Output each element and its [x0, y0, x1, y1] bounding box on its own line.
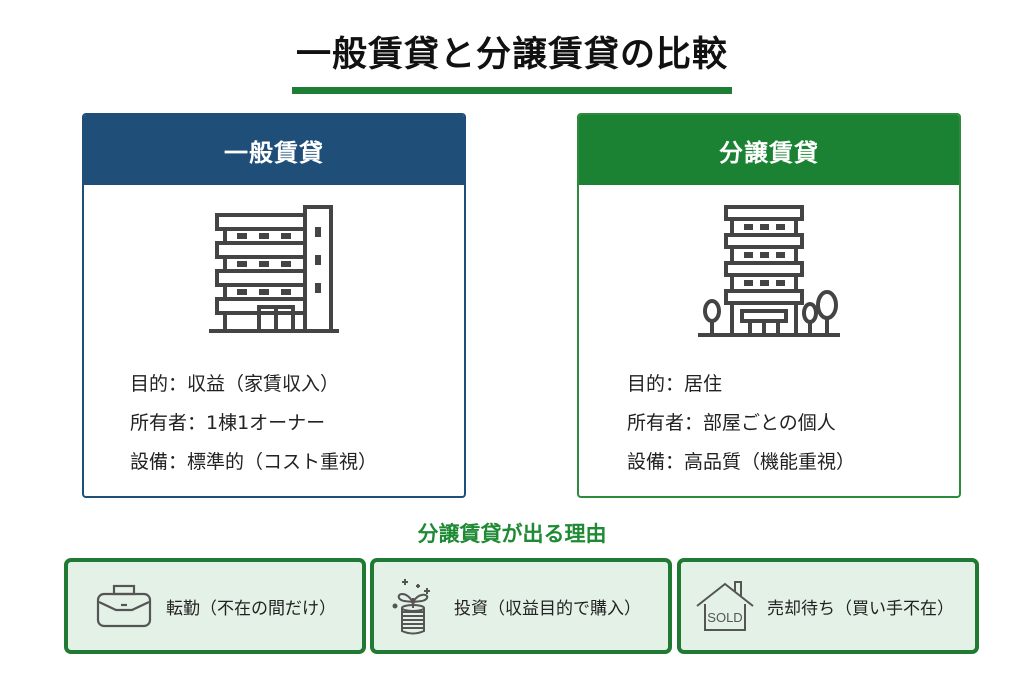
owner-line: 所有者：部屋ごとの個人	[627, 412, 836, 434]
condominium-with-trees-icon	[579, 203, 959, 339]
coin-stack-sprout-icon	[388, 576, 438, 636]
page-title: 一般賃貸と分譲賃貸の比較	[295, 35, 728, 75]
condo-details: 目的：居住 所有者：部屋ごとの個人 設備：高品質（機能重視）	[627, 365, 855, 482]
reason-label: 転勤（不在の間だけ）	[166, 598, 336, 619]
reason-transfer: 転勤（不在の間だけ）	[64, 558, 366, 654]
card-header-condo: 分譲賃貸	[579, 115, 959, 185]
purpose-line: 目的：収益（家賃収入）	[130, 373, 340, 395]
svg-text:SOLD: SOLD	[707, 610, 742, 625]
purpose-line: 目的：居住	[627, 373, 723, 395]
reason-label: 投資（収益目的で購入）	[454, 598, 641, 619]
card-header-general: 一般賃貸	[84, 115, 464, 185]
reason-awaiting-sale: SOLD 売却待ち（買い手不在）	[677, 558, 979, 654]
title-underline	[292, 87, 732, 94]
equipment-line: 設備：高品質（機能重視）	[627, 451, 856, 473]
condo-rental-card: 分譲賃貸 目的：居住 所有	[577, 113, 961, 498]
sold-house-icon: SOLD	[693, 580, 757, 632]
owner-line: 所有者：1棟1オーナー	[130, 412, 326, 434]
equipment-line: 設備：標準的（コスト重視）	[130, 451, 378, 473]
reasons-title: 分譲賃貸が出る理由	[417, 522, 607, 546]
reason-investment: 投資（収益目的で購入）	[370, 558, 672, 654]
general-details: 目的：収益（家賃収入） 所有者：1棟1オーナー 設備：標準的（コスト重視）	[130, 365, 377, 482]
apartment-building-icon	[84, 203, 464, 333]
general-rental-card: 一般賃貸	[82, 113, 466, 498]
briefcase-icon	[94, 584, 154, 628]
reason-label: 売却待ち（買い手不在）	[767, 598, 954, 619]
